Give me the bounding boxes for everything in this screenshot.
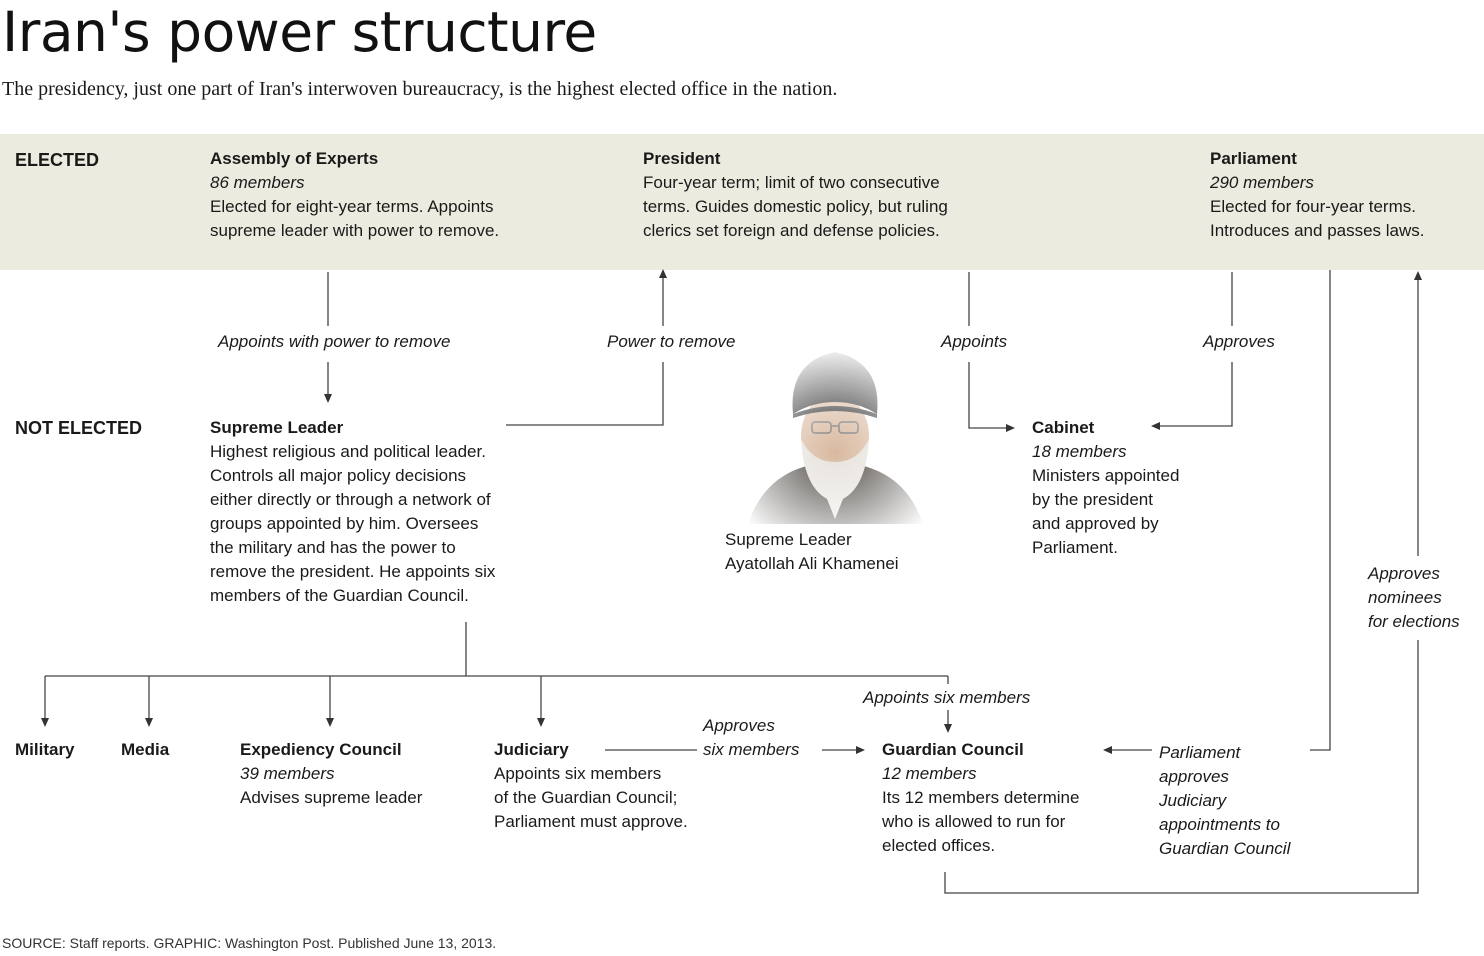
cabinet-box: Cabinet 18 members Ministers appointed b… [1032, 416, 1179, 560]
assembly-desc: Elected for eight-year terms. Appoints s… [210, 197, 500, 240]
guardian-title: Guardian Council [882, 740, 1024, 759]
arrow-to-guardian-top [944, 724, 952, 733]
president-desc: Four-year term; limit of two consecutive… [643, 173, 948, 240]
judiciary-desc: Appoints six members of the Guardian Cou… [494, 764, 688, 831]
cabinet-desc: Ministers appointed by the president and… [1032, 466, 1180, 557]
military-box: Military [15, 738, 75, 762]
expediency-desc: Advises supreme leader [240, 788, 423, 807]
annotation-power-to-remove: Power to remove [607, 332, 736, 351]
parliament-members: 290 members [1210, 173, 1314, 192]
guardian-council-box: Guardian Council 12 members Its 12 membe… [882, 738, 1079, 858]
arrow-to-supreme-leader [324, 394, 332, 403]
arrow-to-parliament [1414, 271, 1422, 280]
cabinet-title: Cabinet [1032, 418, 1095, 437]
expediency-title: Expediency Council [240, 740, 402, 759]
arrow-to-military [41, 718, 49, 727]
row-label-not-elected: NOT ELECTED [15, 418, 143, 438]
parliament-title: Parliament [1210, 149, 1297, 168]
expediency-council-box: Expediency Council 39 members Advises su… [240, 738, 422, 810]
annotation-appoints: Appoints [941, 332, 1008, 351]
media-title: Media [121, 740, 170, 759]
annotation-approves: Approves [1203, 332, 1275, 351]
line-guardian-up-lower [944, 640, 1419, 894]
media-box: Media [121, 738, 169, 762]
line-president-appoints-lower [968, 362, 1006, 429]
parliament-desc: Elected for four-year terms. Introduces … [1210, 197, 1425, 240]
president-box: President Four-year term; limit of two c… [643, 147, 948, 243]
page-subtitle: The presidency, just one part of Iran's … [2, 78, 838, 100]
annotation-approves-nominees: Approves nominees for elections [1368, 564, 1460, 631]
assembly-of-experts-box: Assembly of Experts 86 members Elected f… [210, 147, 499, 243]
source-note: SOURCE: Staff reports. GRAPHIC: Washingt… [2, 935, 497, 951]
line-leader-to-president-lower [506, 362, 664, 426]
arrow-to-judiciary [537, 718, 545, 727]
arrow-to-president [659, 269, 667, 278]
arrow-to-cabinet-left [1006, 424, 1015, 432]
arrow-to-expediency [326, 718, 334, 727]
expediency-members: 39 members [240, 764, 335, 783]
supreme-leader-desc: Highest religious and political leader. … [210, 442, 496, 605]
arrow-to-media [145, 718, 153, 727]
arrow-parliament-to-guardian [1103, 746, 1112, 754]
elected-band [0, 134, 1484, 270]
supreme-leader-box: Supreme Leader Highest religious and pol… [210, 416, 495, 608]
military-title: Military [15, 740, 75, 759]
president-title: President [643, 149, 721, 168]
supreme-leader-portrait [738, 344, 933, 524]
cabinet-members: 18 members [1032, 442, 1127, 461]
guardian-desc: Its 12 members determine who is allowed … [882, 788, 1080, 855]
page-title: Iran's power structure [2, 0, 597, 64]
supreme-leader-title: Supreme Leader [210, 418, 344, 437]
assembly-members: 86 members [210, 173, 305, 192]
assembly-title: Assembly of Experts [210, 149, 379, 168]
row-label-elected: ELECTED [15, 150, 100, 170]
annotation-approves-six-members: Approves six members [703, 716, 800, 759]
judiciary-box: Judiciary Appoints six members of the Gu… [494, 738, 688, 834]
annotation-parliament-approves-judiciary: Parliament approves Judiciary appointmen… [1159, 743, 1291, 858]
annotation-appoints-six-members: Appoints six members [863, 688, 1031, 707]
portrait-caption: Supreme Leader Ayatollah Ali Khamenei [725, 530, 899, 573]
arrow-to-cabinet-right [1151, 422, 1160, 430]
parliament-box: Parliament 290 members Elected for four-… [1210, 147, 1425, 243]
arrow-judiciary-to-guardian [856, 746, 865, 754]
line-parliament-down [1310, 270, 1331, 751]
line-parliament-approves-lower [1160, 362, 1233, 427]
judiciary-title: Judiciary [494, 740, 569, 759]
guardian-members: 12 members [882, 764, 977, 783]
annotation-appoints-with-power-to-remove: Appoints with power to remove [218, 332, 451, 351]
